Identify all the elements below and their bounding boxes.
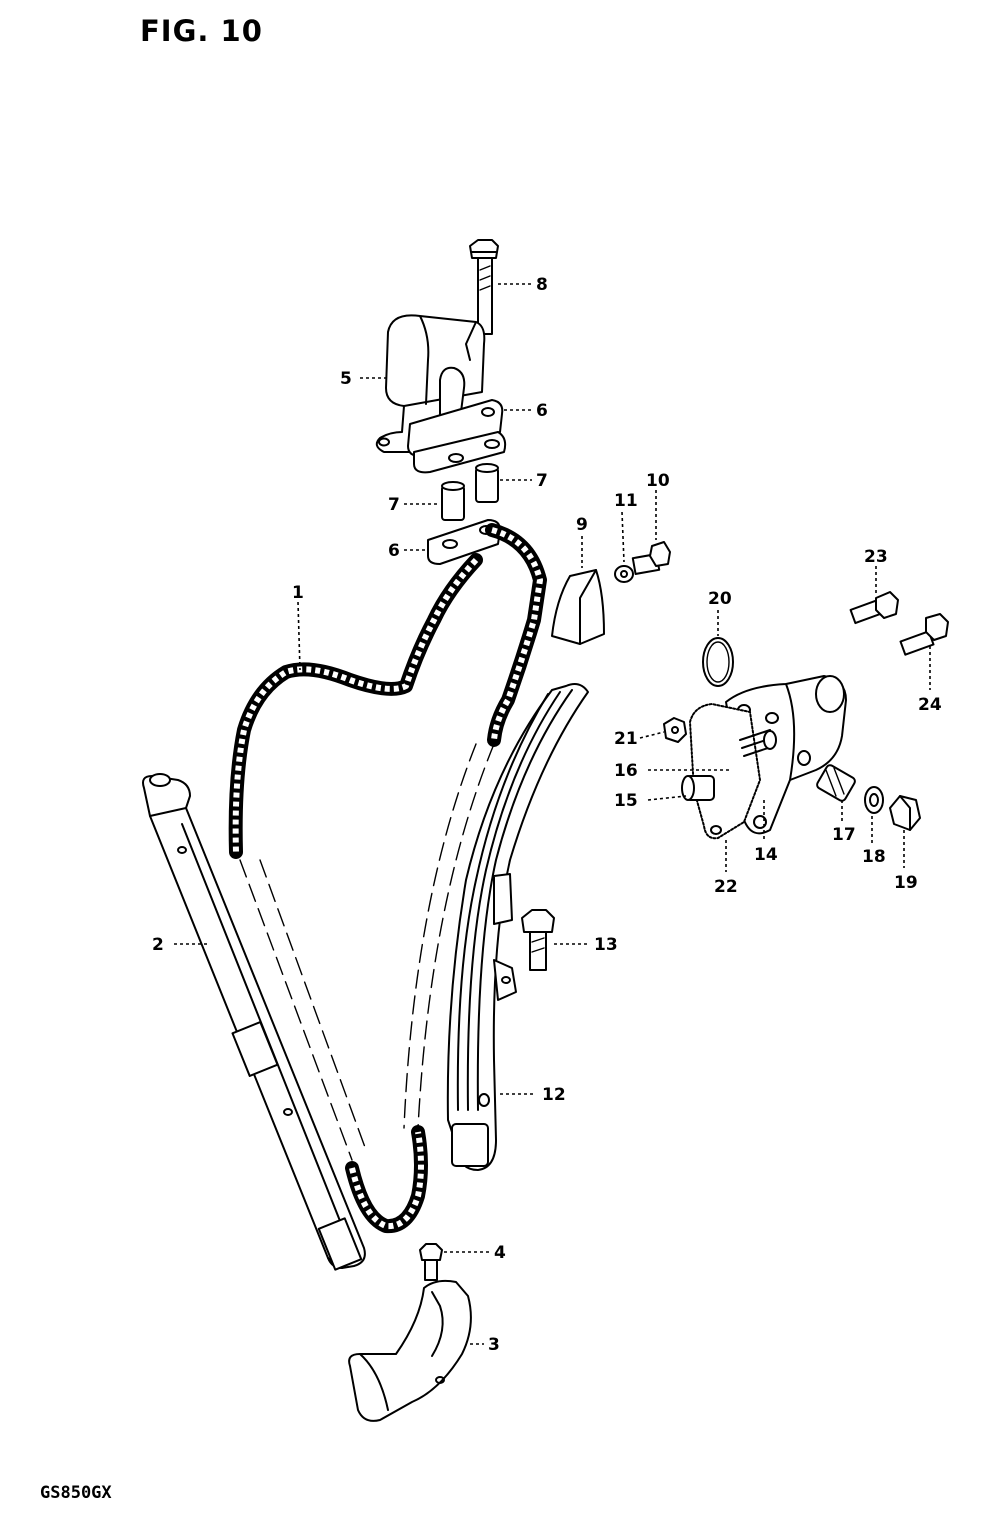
callout-8: 8	[536, 275, 548, 295]
part-14-tensioner-body	[725, 675, 847, 835]
callout-18: 18	[862, 847, 886, 867]
callout-24: 24	[918, 695, 942, 715]
callout-labels: 1 2 3 4 5 6 6 7 7 8 9 10 11 12 13 14 15 …	[152, 275, 942, 1355]
part-6-upper-bracket	[407, 399, 507, 474]
callout-10: 10	[646, 471, 670, 491]
part-18-washer	[864, 786, 884, 814]
callout-1: 1	[292, 583, 304, 603]
callout-4: 4	[494, 1243, 506, 1263]
part-6-lower-bracket	[427, 519, 501, 565]
callout-21: 21	[614, 729, 638, 749]
callout-17: 17	[832, 825, 856, 845]
model-label: GS850GX	[40, 1483, 112, 1503]
callout-7-right: 7	[536, 471, 548, 491]
callout-7-left: 7	[388, 495, 400, 515]
part-9-block	[551, 569, 605, 645]
part-10-bolt	[631, 541, 671, 575]
part-21-nut	[663, 717, 687, 743]
part-2-chain-guide	[142, 773, 366, 1271]
part-8-bolt	[469, 239, 499, 335]
part-7-spacer-left	[441, 481, 465, 521]
callout-14: 14	[754, 845, 778, 865]
part-15-cap	[681, 775, 715, 801]
part-20-o-ring	[702, 637, 734, 687]
callout-6-upper: 6	[536, 401, 548, 421]
leader-lines	[174, 283, 931, 1345]
callout-19: 19	[894, 873, 918, 893]
part-17-spring-holder	[816, 764, 856, 802]
part-12-tensioner-guide	[446, 683, 589, 1171]
part-4-bolt	[419, 1243, 443, 1281]
part-13-bolt	[521, 909, 555, 971]
figure-title: FIG. 10	[140, 14, 263, 48]
part-22-gasket	[689, 703, 761, 840]
callout-9: 9	[576, 515, 588, 535]
callout-2: 2	[152, 935, 164, 955]
part-23-bolt	[849, 591, 899, 625]
callout-23: 23	[864, 547, 888, 567]
callout-12: 12	[542, 1085, 566, 1105]
part-24-bolt	[899, 613, 949, 656]
callout-5: 5	[340, 369, 352, 389]
part-11-washer	[614, 565, 634, 583]
part-1-cam-chain	[228, 523, 547, 1234]
part-5-upper-guide	[375, 314, 486, 453]
callout-13: 13	[594, 935, 618, 955]
callout-3: 3	[488, 1335, 500, 1355]
callout-20: 20	[708, 589, 732, 609]
part-19-nut	[889, 795, 921, 831]
callout-16: 16	[614, 761, 638, 781]
part-16-spring	[739, 729, 777, 757]
callout-6-lower: 6	[388, 541, 400, 561]
callout-15: 15	[614, 791, 638, 811]
callout-11: 11	[614, 491, 638, 511]
callout-22: 22	[714, 877, 738, 897]
part-3-lower-guide	[348, 1279, 472, 1422]
part-7-spacer-right	[475, 463, 499, 503]
